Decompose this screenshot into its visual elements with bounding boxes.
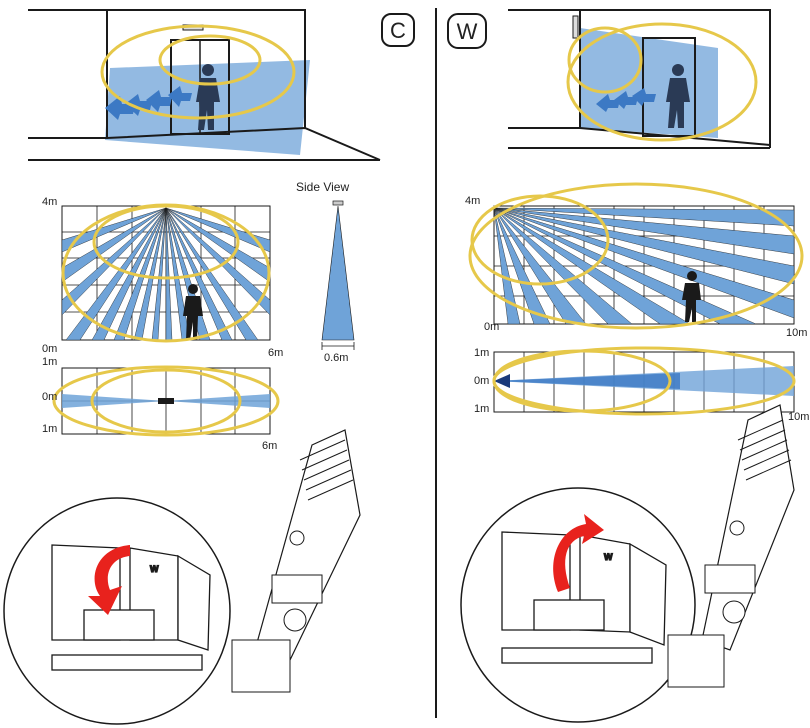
label-c-top-6m: 6m [262,440,277,452]
label-w-top-10m: 10m [788,411,809,423]
side-view-c: Side View 0.6m [296,180,355,364]
motion-arrows-w [596,88,656,112]
panel-c: C [3,9,415,725]
svg-text:W: W [150,564,159,574]
circuit-board-c [231,429,361,693]
circuit-board-w [667,404,795,688]
label-c-top-0m: 0m [42,391,57,403]
panel-w: W [447,9,809,723]
label-w-top-0m: 0m [474,375,489,387]
person-icon [666,64,690,128]
label-c-0m: 0m [42,343,57,355]
mode-badge-c: C [381,13,415,47]
room-illustration-w [508,9,771,149]
mode-badge-w: W [447,13,487,49]
rotary-switch-icon: W [501,531,667,664]
side-view-width-label: 0.6m [324,352,348,364]
label-w-top-1m: 1m [474,347,489,359]
person-icon [183,284,203,340]
sensor-field-w: 4m 0m 10m [465,182,807,339]
side-view-title: Side View [296,180,349,194]
detection-zone-w [580,28,718,138]
label-c-4m: 4m [42,196,57,208]
label-w-10m: 10m [786,327,807,339]
sensor-field-c: 4m 0m 6m [42,196,283,359]
top-beam-c [62,394,166,408]
detection-beams-w [493,207,795,325]
room-illustration-c [28,9,381,161]
top-view-c: 1m 0m 1m 6m [42,356,280,452]
highlight-ellipse-c-room [100,24,296,120]
rotate-arrow-icon [88,545,130,615]
rotary-switch-detail-w: W [460,487,696,723]
side-view-cone [321,205,355,341]
label-w-0m: 0m [484,321,499,333]
svg-text:W: W [604,552,613,562]
label-c-bottom-1m: 1m [42,423,57,435]
mode-badge-w-label: W [457,19,478,44]
label-w-bottom-1m: 1m [474,403,489,415]
top-view-w: 1m 0m 1m 10m [474,346,809,423]
circuit-board-icon [254,429,361,661]
label-c-top-1m: 1m [42,356,57,368]
door-sensor-icon [572,15,579,39]
label-c-6m: 6m [268,347,283,359]
rotary-switch-detail-c: W [3,497,231,725]
person-icon [682,271,701,322]
motion-arrows-c [105,86,192,120]
label-w-4m: 4m [465,195,480,207]
rotate-arrow-icon [553,514,604,592]
circuit-board-icon [701,404,795,651]
mode-badge-c-label: C [390,18,406,43]
